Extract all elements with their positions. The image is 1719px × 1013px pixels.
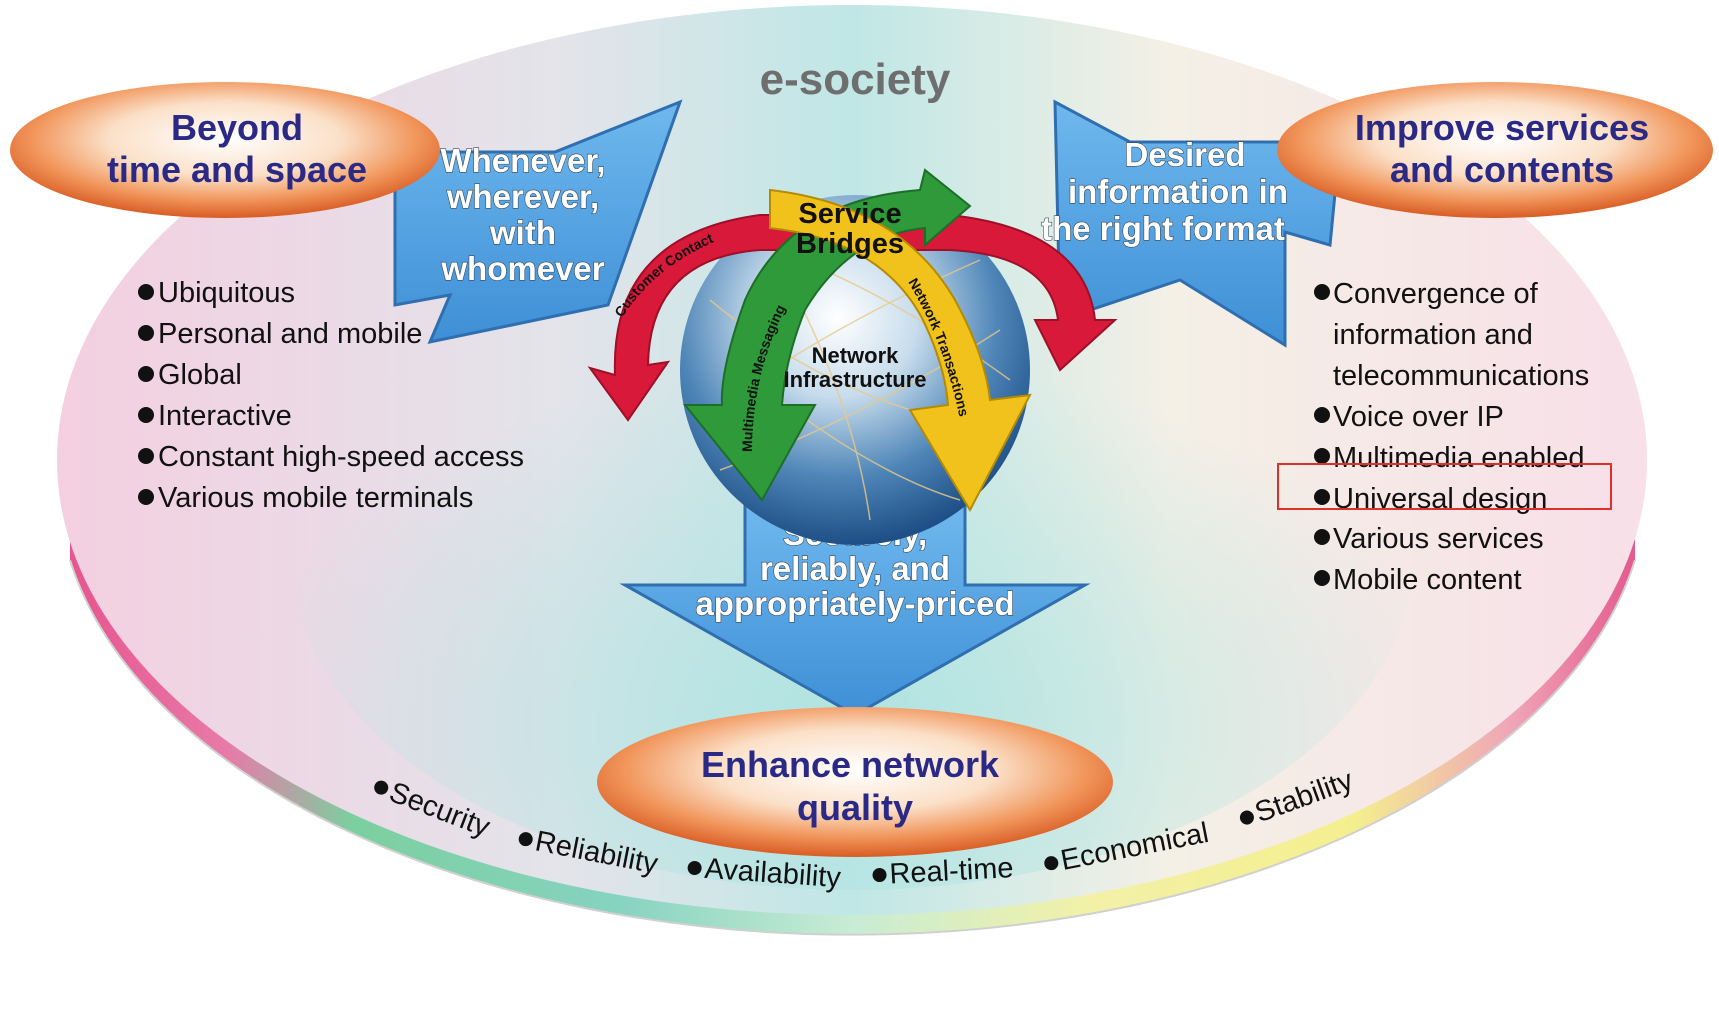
bullet-dot xyxy=(872,868,887,883)
arrow-bottom-line-2: reliably, and xyxy=(760,550,950,587)
list-item-text: Voice over IP xyxy=(1333,401,1504,433)
arrow-left-line-2: wherever, xyxy=(446,178,599,215)
arrow-left-line-4: whomever xyxy=(440,250,604,287)
arrow-bottom-line-3: appropriately-priced xyxy=(695,585,1014,622)
oval-bottom-line-2: quality xyxy=(797,787,913,828)
oval-right-shape xyxy=(1277,82,1713,218)
page-title: e-society xyxy=(760,55,951,104)
network-infrastructure-line-2: Infrastructure xyxy=(783,367,926,392)
oval-right-line-2: and contents xyxy=(1390,149,1614,190)
yellow-arrow xyxy=(769,188,1032,513)
list-item-text: information and xyxy=(1333,319,1533,351)
arrow-bottom-shape xyxy=(619,503,1091,717)
list-item-text: Real-time xyxy=(889,852,1015,890)
oval-right: Improve services and contents xyxy=(1277,82,1713,218)
list-item: Various services xyxy=(1314,523,1544,555)
right-bullet-list: Convergence of information and telecommu… xyxy=(1277,278,1612,596)
list-item-text: Universal design xyxy=(1333,483,1547,515)
highlight-box xyxy=(1277,463,1612,510)
oval-bottom: Enhance network quality xyxy=(597,707,1113,857)
list-item: Voice over IP xyxy=(1314,401,1504,433)
list-item: Ubiquitous xyxy=(138,277,295,309)
oval-left-shape xyxy=(10,82,440,218)
list-item: Personal and mobile xyxy=(138,318,422,350)
bullet-dot xyxy=(138,489,154,505)
service-bridges-line-2: Bridges xyxy=(796,228,904,260)
list-item: Universal design xyxy=(1314,483,1547,515)
arrow-left-line-3: with xyxy=(489,214,556,251)
arrow-right-shape xyxy=(1053,99,1342,348)
list-item-text: Multimedia enabled xyxy=(1333,442,1584,474)
network-infrastructure-line-1: Network xyxy=(812,343,900,368)
list-item-text: telecommunications xyxy=(1333,360,1589,392)
disk-rim-bottom xyxy=(69,559,1636,936)
list-item-text: Personal and mobile xyxy=(158,318,422,350)
oval-bottom-line-1: Enhance network xyxy=(701,744,1000,785)
bullet-dot xyxy=(138,366,154,382)
bullet-dot xyxy=(1314,489,1330,505)
list-item-text: Constant high-speed access xyxy=(158,441,524,473)
bullet-dot xyxy=(1314,570,1330,586)
list-item: Various mobile terminals xyxy=(138,482,473,514)
bullet-dot xyxy=(1239,810,1254,825)
bullet-dot xyxy=(518,832,533,847)
arrow-right: Desired information in the right format xyxy=(1040,99,1342,348)
list-item-text: Interactive xyxy=(158,400,292,432)
bullet-dot xyxy=(1314,284,1330,300)
list-item-text: Various services xyxy=(1333,523,1544,555)
oval-left-line-2: time and space xyxy=(107,149,367,190)
list-item-text: Global xyxy=(158,359,242,391)
arrow-right-line-2: information in xyxy=(1068,173,1288,210)
list-item-text: Various mobile terminals xyxy=(158,482,473,514)
arrow-left-line-1: Whenever, xyxy=(440,142,605,179)
list-item-text: Ubiquitous xyxy=(158,277,295,309)
arrow-right-line-1: Desired xyxy=(1124,136,1245,173)
list-item: Constant high-speed access xyxy=(138,441,524,473)
arrow-left: Whenever, wherever, with whomever xyxy=(393,99,683,345)
oval-left-line-1: Beyond xyxy=(171,107,303,148)
arrow-right-line-3: the right format xyxy=(1041,210,1285,247)
list-item: Convergence of information and telecommu… xyxy=(1314,278,1589,392)
bullet-dot xyxy=(1314,407,1330,423)
list-item: Global xyxy=(138,359,242,391)
oval-left: Beyond time and space xyxy=(10,82,440,218)
bullet-dot xyxy=(138,325,154,341)
list-item: Real-time xyxy=(872,852,1015,890)
bullet-dot xyxy=(138,448,154,464)
bullet-dot xyxy=(138,407,154,423)
oval-bottom-shape xyxy=(597,707,1113,857)
list-item: Interactive xyxy=(138,400,292,432)
bullet-dot xyxy=(1044,856,1059,871)
list-item-text: Convergence of xyxy=(1333,278,1539,310)
service-bridges-line-1: Service xyxy=(798,198,901,230)
arrow-left-shape xyxy=(393,99,683,345)
list-item: Mobile content xyxy=(1314,564,1522,596)
bullet-dot xyxy=(1314,529,1330,545)
bullet-dot xyxy=(687,861,702,876)
red-arc-arrow xyxy=(587,214,1118,422)
bullet-dot xyxy=(1314,448,1330,464)
bullet-dot xyxy=(374,780,389,795)
list-item: Multimedia enabled xyxy=(1314,442,1584,474)
left-bullet-list: Ubiquitous Personal and mobile Global In… xyxy=(138,277,524,514)
bullet-dot xyxy=(138,284,154,300)
oval-right-line-1: Improve services xyxy=(1355,107,1649,148)
list-item-text: Mobile content xyxy=(1333,564,1522,596)
